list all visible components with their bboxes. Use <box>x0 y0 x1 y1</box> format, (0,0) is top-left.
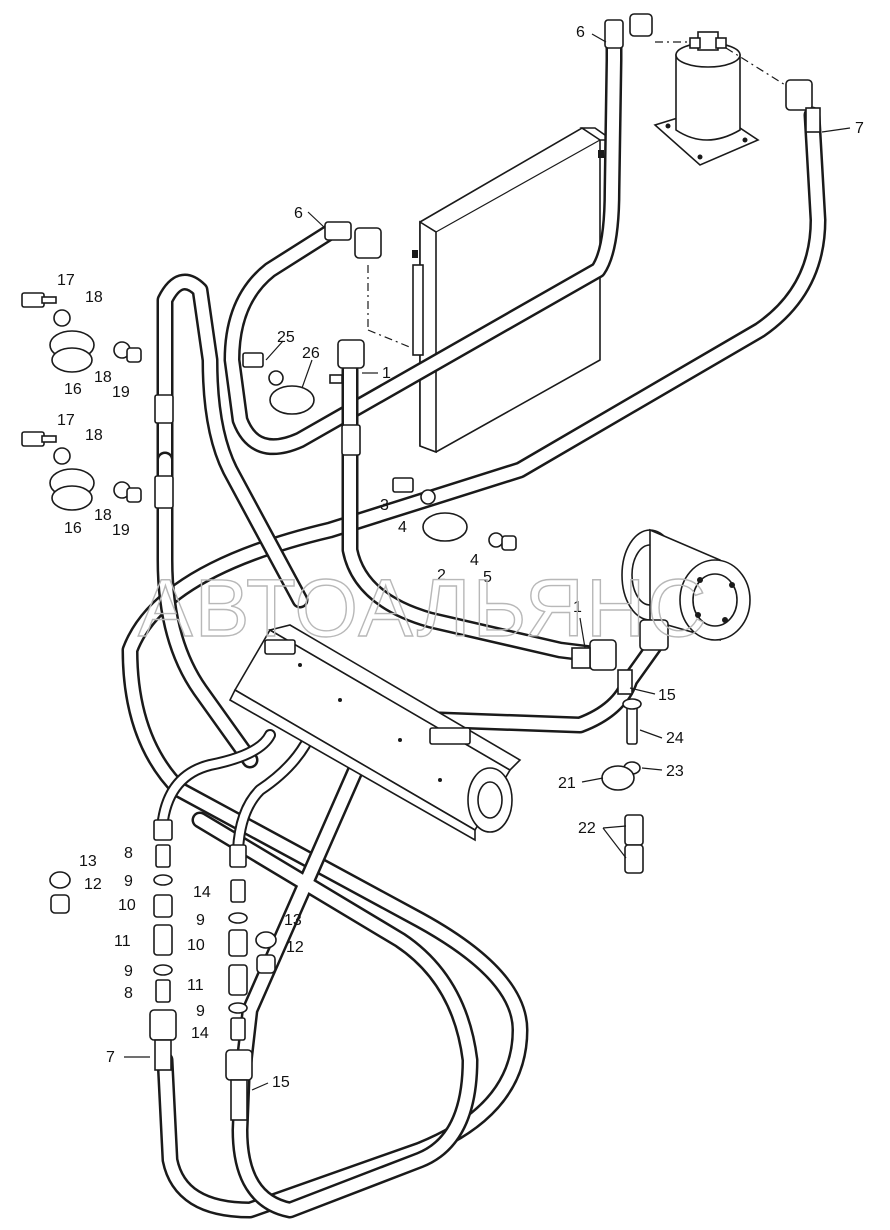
caps-left <box>49 871 71 914</box>
hose-1 <box>341 361 609 664</box>
callout-9: 9 <box>124 873 133 890</box>
callout-8: 8 <box>124 985 133 1002</box>
clamp-set-lower <box>21 431 142 511</box>
callout-17: 17 <box>57 412 75 429</box>
clamp-set-21-24 <box>601 698 644 874</box>
callout-17: 17 <box>57 272 75 289</box>
callout-6: 6 <box>294 205 303 222</box>
callout-16: 16 <box>64 381 82 398</box>
receiver-drier <box>653 31 791 166</box>
callout-12: 12 <box>286 939 304 956</box>
callout-14: 14 <box>191 1025 209 1042</box>
watermark: АВТОАЛЬЯНС <box>138 563 708 654</box>
fittings-stack-left <box>153 844 173 1003</box>
leader-lines <box>124 33 851 1091</box>
callout-9: 9 <box>196 912 205 929</box>
callout-15: 15 <box>658 687 676 704</box>
callout-23: 23 <box>666 763 684 780</box>
callout-8: 8 <box>124 845 133 862</box>
callout-21: 21 <box>558 775 576 792</box>
hose-15 <box>191 636 664 1219</box>
callout-1: 1 <box>382 365 391 382</box>
callout-24: 24 <box>666 730 684 747</box>
clamp-set-25-26 <box>242 352 343 415</box>
hose-6-upper <box>223 31 623 456</box>
callout-19: 19 <box>112 384 130 401</box>
callout-19: 19 <box>112 522 130 539</box>
callout-18: 18 <box>94 369 112 386</box>
callout-12: 12 <box>84 876 102 893</box>
callout-22: 22 <box>578 820 596 837</box>
callout-13: 13 <box>79 853 97 870</box>
callout-15: 15 <box>272 1074 290 1091</box>
hose-loop-left <box>156 273 309 769</box>
caps-right <box>255 931 277 974</box>
callout-2: 2 <box>437 567 446 584</box>
callout-18: 18 <box>85 289 103 306</box>
callout-26: 26 <box>302 345 320 362</box>
callout-25: 25 <box>277 329 295 346</box>
callout-6: 6 <box>576 24 585 41</box>
callout-11: 11 <box>114 933 131 950</box>
callout-labels: 6 7 6 17 18 25 26 1 18 16 19 17 18 18 16… <box>57 24 864 1091</box>
hose-fittings <box>149 13 821 1121</box>
callout-1: 1 <box>573 599 582 616</box>
callout-16: 16 <box>64 520 82 537</box>
callout-13: 13 <box>284 912 302 929</box>
callout-4: 4 <box>470 552 479 569</box>
fittings-stack-right <box>228 879 248 1041</box>
callout-10: 10 <box>187 937 205 954</box>
callout-4: 4 <box>398 519 407 536</box>
clamp-set-upper <box>21 292 142 373</box>
callout-3: 3 <box>380 497 389 514</box>
callout-14: 14 <box>193 884 211 901</box>
compressor <box>621 528 751 651</box>
callout-18: 18 <box>85 427 103 444</box>
callout-11: 11 <box>187 977 204 994</box>
evaporator-unit <box>228 624 522 842</box>
callout-7: 7 <box>855 120 864 137</box>
thin-hoses <box>157 729 311 856</box>
clamp-set-2-5 <box>392 477 517 551</box>
callout-9: 9 <box>124 963 133 980</box>
callout-5: 5 <box>483 569 492 586</box>
callout-9: 9 <box>196 1003 205 1020</box>
callout-18: 18 <box>94 507 112 524</box>
callout-10: 10 <box>118 897 136 914</box>
callout-7: 7 <box>106 1049 115 1066</box>
